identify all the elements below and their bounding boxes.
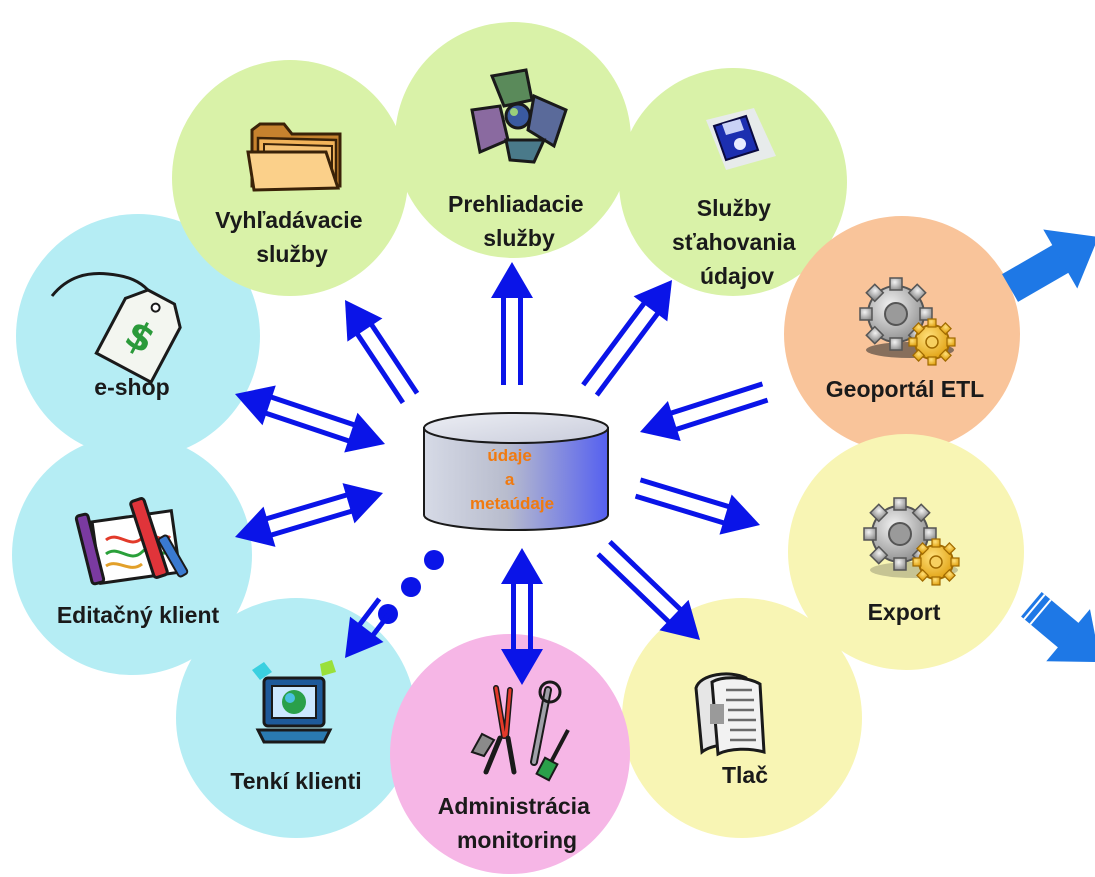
newspaper-icon [694, 672, 766, 757]
arrow-to-vyhladavacie [344, 300, 420, 405]
vyhladavacie-label: Vyhľadávacie služby [215, 207, 369, 267]
ellipsis-dot [424, 550, 444, 570]
computer-icon [252, 660, 336, 744]
tlac-label: Tlač [722, 762, 768, 788]
folder-icon [246, 122, 342, 192]
recycle-icon [470, 68, 568, 164]
geoportal-etl-label: Geoportál ETL [826, 376, 984, 402]
node-labels: Vyhľadávacie služby Prehliadacie služby … [57, 191, 984, 853]
export-label: Export [868, 599, 941, 625]
side-arrows [1002, 229, 1095, 663]
administracia-label-line1: Administrácia [438, 793, 590, 819]
arrow-center-administracia [501, 548, 543, 685]
gears-icon [863, 497, 960, 586]
arrow-to-stahovania [581, 280, 672, 397]
tools-icon [470, 680, 570, 782]
tenki-klienti-label: Tenkí klienti [230, 768, 361, 794]
floppy-disk-icon [706, 108, 776, 170]
administracia-label-line2: monitoring [457, 827, 577, 853]
price-tag-icon: $ [50, 272, 182, 385]
side-arrow-bottom-right [1021, 592, 1095, 663]
center-label: údaje a metaúdaje [470, 446, 554, 513]
editacny-klient-label: Editačný klient [57, 602, 220, 628]
database-cylinder: údaje a metaúdaje [423, 412, 609, 531]
prehliadacie-label: Prehliadacie služby [448, 191, 590, 251]
arrow-eshop-center [235, 385, 385, 453]
arrow-to-prehliadacie [491, 262, 533, 385]
stahovania-label-line2: sťahovania [672, 229, 796, 255]
stahovania-circle [619, 68, 847, 296]
arrow-to-tenki-klienti [344, 597, 395, 658]
stahovania-label: Služby sťahovania údajov [672, 195, 802, 289]
prehliadacie-label-line2: služby [483, 225, 555, 251]
arrow-editacny-center [235, 483, 383, 547]
center-label-line1: údaje [487, 446, 531, 465]
center-label-line3: metaúdaje [470, 494, 554, 513]
vyhladavacie-label-line2: služby [256, 241, 328, 267]
gears-icon [859, 277, 956, 366]
stahovania-label-line3: údajov [700, 263, 774, 289]
administracia-label: Administrácia monitoring [438, 793, 597, 853]
stahovania-label-line1: Služby [697, 195, 771, 221]
arrow-from-geoportal-etl [640, 381, 769, 442]
crayons-icon [74, 497, 189, 586]
flow-arrows [235, 262, 769, 685]
eshop-label: e-shop [94, 374, 169, 400]
arrow-to-export [634, 477, 760, 535]
center-label-line2: a [505, 470, 515, 489]
arrow-to-tlac [596, 540, 700, 640]
ellipsis-dot [401, 577, 421, 597]
side-arrow-top-right [1002, 229, 1095, 302]
prehliadacie-label-line1: Prehliadacie [448, 191, 584, 217]
vyhladavacie-label-line1: Vyhľadávacie [215, 207, 362, 233]
